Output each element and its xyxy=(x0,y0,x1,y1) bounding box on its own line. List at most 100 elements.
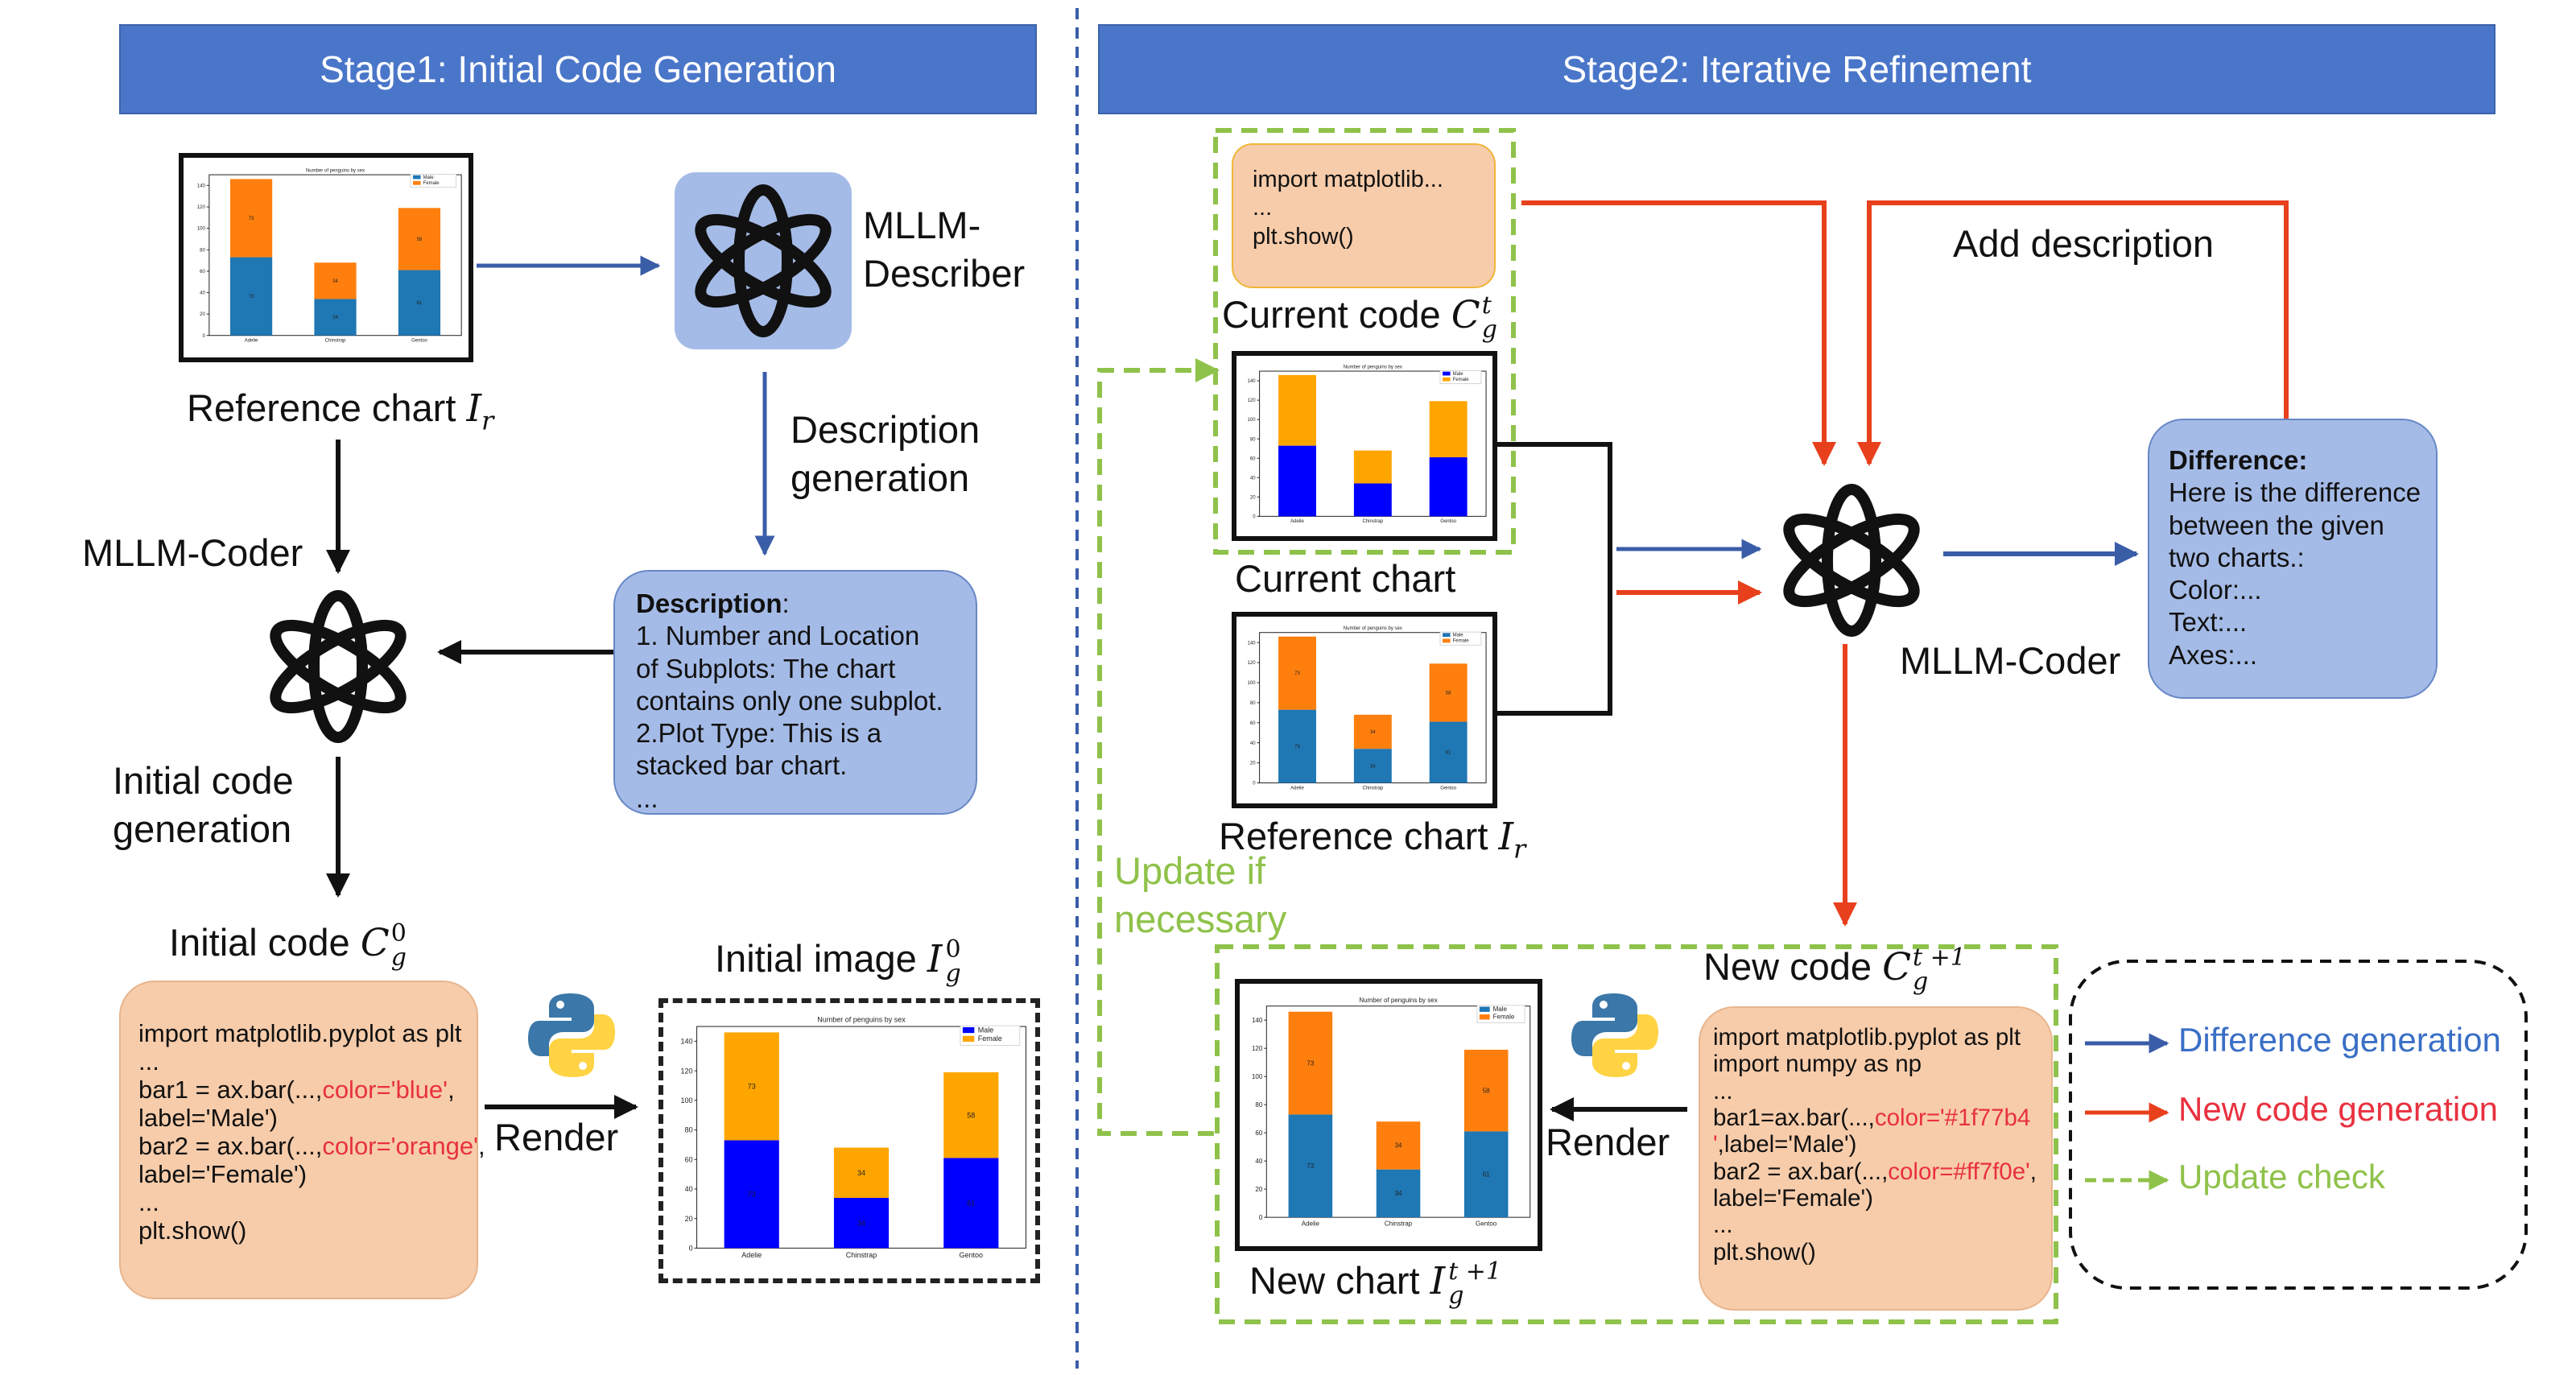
code-color-highlight: color='orange' xyxy=(322,1132,478,1161)
code-line: ,label='Male') xyxy=(1717,1131,1857,1158)
new-chart-text: New chart xyxy=(1249,1259,1420,1302)
openai-icon xyxy=(270,590,407,743)
superscript-0: 0 xyxy=(390,919,407,948)
legend-label: Female xyxy=(423,181,440,186)
y-tick-label: 140 xyxy=(197,184,206,188)
difference-box-title: Difference: xyxy=(2169,445,2308,475)
code-line: bar1 = ax.bar(..., xyxy=(138,1076,323,1105)
description-generation-label: Description generation xyxy=(791,406,980,502)
initial-code-box: import matplotlib.pyplot as plt ... bar1… xyxy=(119,981,485,1299)
x-tick-label: Adelie xyxy=(245,339,258,344)
y-tick-label: 80 xyxy=(200,248,205,253)
code-line: ... xyxy=(1253,195,1273,221)
code-line: bar2 = ax.bar(..., xyxy=(138,1132,323,1161)
bar-segment-female xyxy=(1353,714,1392,749)
bar-value-label: 58 xyxy=(417,237,423,242)
bar-segment-male xyxy=(833,1197,890,1249)
code-line: import numpy as np xyxy=(1713,1051,1922,1078)
new-code-content: import matplotlib.pyplot as plt import n… xyxy=(1713,1024,2051,1266)
y-tick-label: 40 xyxy=(1255,1158,1262,1165)
bar-value-label: 73 xyxy=(748,1083,756,1091)
initial-image-plot: Number of penguins by sex020406080100120… xyxy=(681,1016,1026,1259)
initial-code-generation-line2: generation xyxy=(113,807,292,850)
bar-value-label: 73 xyxy=(748,1191,756,1199)
bar-segment-male xyxy=(398,270,441,336)
initial-code-content: import matplotlib.pyplot as plt ... bar1… xyxy=(138,1019,485,1245)
symbol-i: I xyxy=(927,937,943,981)
code-line: , xyxy=(477,1132,485,1161)
legend-swatch xyxy=(1479,1006,1490,1012)
y-tick-label: 80 xyxy=(1250,437,1256,442)
python-icon xyxy=(528,993,615,1077)
description-box-colon: : xyxy=(782,588,790,618)
code-line: import matplotlib.pyplot as plt xyxy=(138,1019,462,1047)
openai-icon xyxy=(695,184,832,337)
reference-chart-text: Reference chart xyxy=(187,386,456,429)
description-box-body: 1. Number and Location of Subplots: The … xyxy=(636,621,943,813)
code-line: bar1=ax.bar(..., xyxy=(1713,1104,1875,1131)
reference-chart-stage1-plot: Number of penguins by sex020406080100120… xyxy=(197,168,462,344)
x-tick-label: Gentoo xyxy=(1440,519,1456,524)
y-tick-label: 0 xyxy=(1259,1214,1263,1221)
legend-new-code-generation: New code generation xyxy=(2178,1090,2498,1128)
bar-value-label: 73 xyxy=(249,217,254,221)
add-description-label: Add description xyxy=(1953,222,2214,265)
x-tick-label: Adelie xyxy=(1290,786,1304,791)
description-box-content: Description: 1. Number and Location of S… xyxy=(636,588,976,815)
chart-title: Number of penguins by sex xyxy=(1344,365,1402,370)
bar-segment-male xyxy=(724,1140,779,1249)
legend-label: Male xyxy=(1493,1005,1508,1013)
legend-swatch xyxy=(412,180,421,185)
x-tick-label: Chinstrap xyxy=(846,1251,877,1259)
legend-label: Female xyxy=(1453,639,1470,644)
x-tick-label: Chinstrap xyxy=(1385,1220,1413,1228)
chart-plot-area xyxy=(1259,370,1487,517)
stage2-title: Stage2: Iterative Refinement xyxy=(1562,48,2032,90)
bar-segment-female xyxy=(1463,1049,1509,1132)
bar-value-label: 34 xyxy=(332,279,338,284)
new-code-box: import matplotlib.pyplot as plt import n… xyxy=(1699,1006,2053,1311)
legend-swatch xyxy=(1442,377,1451,382)
symbol-c: C xyxy=(1451,293,1480,337)
code-line: plt.show() xyxy=(1713,1238,1816,1266)
y-tick-label: 60 xyxy=(200,270,205,275)
y-tick-label: 120 xyxy=(1252,1045,1263,1052)
bar-value-label: 34 xyxy=(857,1169,865,1177)
bar-segment-male xyxy=(1278,709,1316,783)
bar-segment-female xyxy=(1429,663,1468,722)
bar-segment-female xyxy=(1353,450,1392,484)
y-tick-label: 100 xyxy=(1252,1073,1263,1080)
y-tick-label: 0 xyxy=(1253,514,1256,519)
code-line: plt.show() xyxy=(1253,223,1354,250)
new-chart-plot: Number of penguins by sex020406080100120… xyxy=(1252,997,1531,1228)
stage2-banner: Stage2: Iterative Refinement xyxy=(1098,24,2496,114)
legend-swatch xyxy=(962,1026,975,1034)
subscript-g: g xyxy=(1913,968,1929,996)
legend-label: Male xyxy=(423,175,435,180)
current-chart-plot: Number of penguins by sex020406080100120… xyxy=(1248,365,1487,524)
code-line: label='Female') xyxy=(1713,1184,1874,1212)
y-tick-label: 120 xyxy=(1248,398,1257,403)
bar-segment-male xyxy=(314,299,357,336)
bar-value-label: 34 xyxy=(1370,730,1376,735)
bar-segment-female xyxy=(229,179,273,258)
code-line: , xyxy=(2029,1158,2037,1185)
reference-chart-text: Reference chart xyxy=(1219,815,1488,857)
legend-swatch xyxy=(1442,371,1451,376)
bar-segment-female xyxy=(398,208,441,270)
y-tick-label: 100 xyxy=(681,1096,693,1105)
description-generation-line1: Description xyxy=(791,408,980,451)
legend-swatch xyxy=(412,175,421,180)
describer-label-line2: Describer xyxy=(863,251,1026,295)
stage1-title: Stage1: Initial Code Generation xyxy=(320,48,836,90)
difference-box: Difference: Here is the difference betwe… xyxy=(2148,419,2438,699)
code-line: label='Female') xyxy=(138,1160,308,1189)
